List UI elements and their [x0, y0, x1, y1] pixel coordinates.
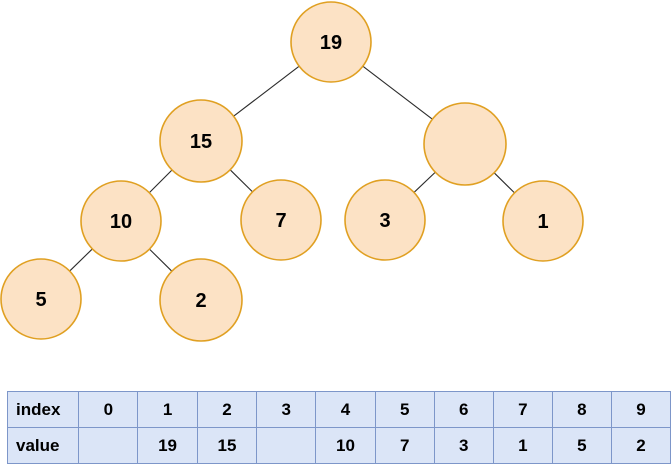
value-cell-5: 7 [374, 427, 435, 464]
value-cell-8: 5 [551, 427, 612, 464]
value-cell-0 [78, 427, 139, 464]
tree-node-10[interactable]: 10 [80, 180, 162, 262]
tree-node-circle [0, 258, 82, 340]
tree-node-19[interactable]: 19 [290, 1, 372, 83]
tree-node-circle [159, 99, 243, 183]
tree-node-circle [502, 180, 584, 262]
tree-edge-n2-n4 [148, 169, 173, 194]
value-cell-1: 19 [137, 427, 198, 464]
tree-node-label: 7 [275, 210, 286, 232]
tree-node-7[interactable]: 7 [240, 179, 322, 261]
tree-node-label: 2 [195, 290, 206, 312]
tree-edge-n4-n9 [149, 248, 173, 272]
tree-edge-n4-n8 [69, 248, 93, 272]
index-cell-5: 5 [374, 391, 435, 428]
value-cell-9: 2 [610, 427, 671, 464]
value-cell-7: 1 [492, 427, 553, 464]
tree-edge-n1-n2 [233, 65, 300, 117]
index-cell-3: 3 [256, 391, 317, 428]
value-cell-2: 15 [196, 427, 258, 464]
tree-edge-n1-n3 [362, 65, 433, 120]
index-cell-4: 4 [315, 391, 376, 428]
tree-node-circle [159, 258, 243, 342]
row-header-index: index [6, 391, 80, 428]
index-cell-0: 0 [78, 391, 139, 428]
index-cell-7: 7 [492, 391, 553, 428]
index-cell-2: 2 [196, 391, 258, 428]
tree-node-5[interactable]: 5 [0, 258, 82, 340]
tree-edge-n3-n7 [493, 172, 515, 194]
tree-node-label: 19 [320, 32, 342, 54]
tree-edge-n2-n5 [229, 169, 253, 193]
tree-node-label: 10 [110, 211, 132, 233]
tree-node-label: 15 [190, 131, 212, 153]
tree-node-circle [344, 179, 426, 261]
tree-node-label: 3 [379, 210, 390, 232]
row-header-value: value [6, 427, 80, 464]
value-cell-6: 3 [433, 427, 494, 464]
tree-node-3[interactable]: 3 [344, 179, 426, 261]
tree-node-label: 5 [35, 289, 46, 311]
tree-edges-group [69, 65, 515, 272]
index-cell-1: 1 [137, 391, 198, 428]
value-cell-4: 10 [315, 427, 376, 464]
tree-node-empty-3[interactable] [423, 102, 507, 186]
tree-edge-n3-n6 [413, 171, 436, 193]
tree-node-circle [80, 180, 162, 262]
index-cell-6: 6 [433, 391, 494, 428]
tree-node-label: 1 [537, 211, 548, 233]
tree-node-circle [240, 179, 322, 261]
tree-node-15[interactable]: 15 [159, 99, 243, 183]
tree-node-circle [290, 1, 372, 83]
index-cell-9: 9 [610, 391, 671, 428]
value-cell-3 [256, 427, 317, 464]
index-cell-8: 8 [551, 391, 612, 428]
tree-node-2[interactable]: 2 [159, 258, 243, 342]
tree-node-circle [423, 102, 507, 186]
tree-node-1[interactable]: 1 [502, 180, 584, 262]
